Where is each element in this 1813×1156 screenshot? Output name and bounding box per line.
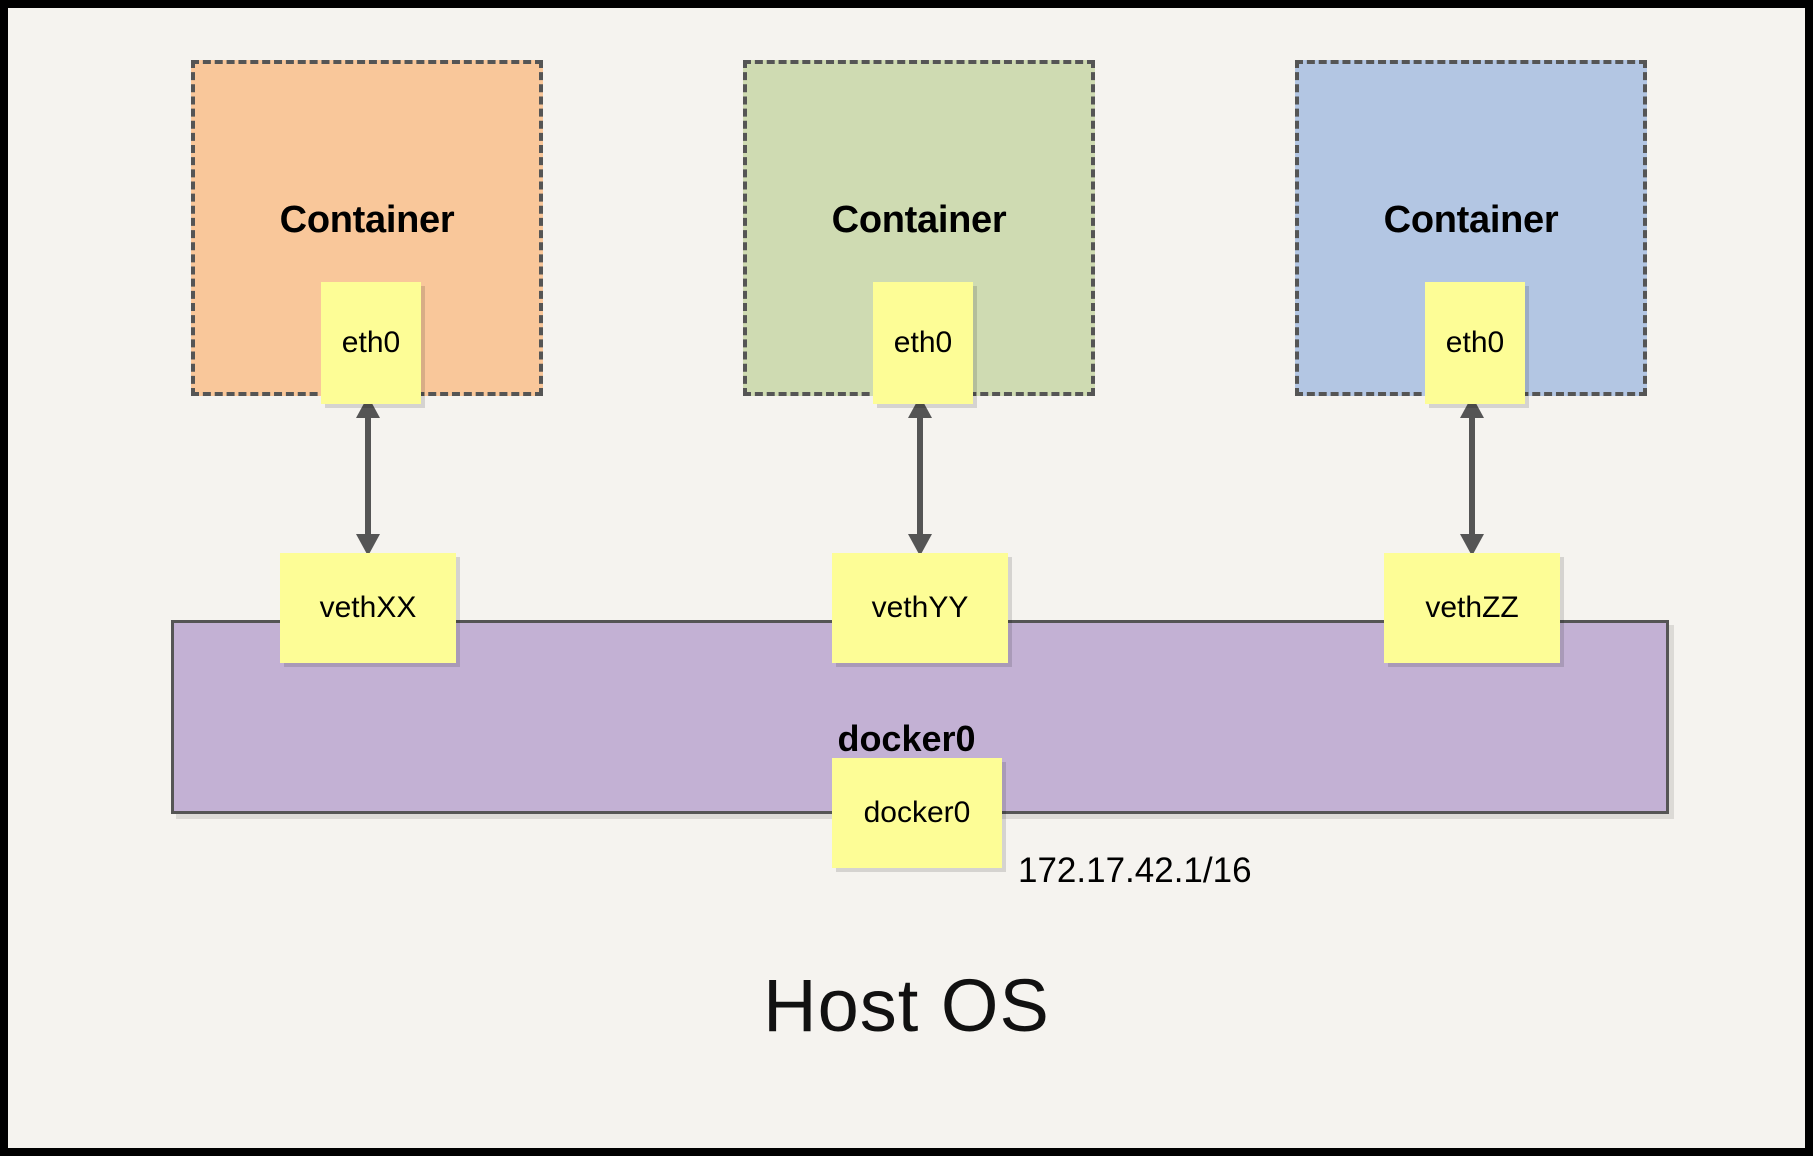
container-box-2: Container eth0 <box>743 60 1095 404</box>
veth-chip-1: vethXX <box>280 553 456 663</box>
container-box-1: Container eth0 <box>191 60 543 404</box>
arrow-head-down-icon <box>1460 534 1484 556</box>
host-os-label: Host OS <box>763 964 1050 1047</box>
arrow-shaft <box>917 412 923 540</box>
connector-arrow-1 <box>356 396 380 556</box>
docker0-ip-label: 172.17.42.1/16 <box>1018 851 1252 890</box>
container-title-2: Container <box>831 199 1007 241</box>
connector-arrow-2 <box>908 396 932 556</box>
container-box-3: Container eth0 <box>1295 60 1647 404</box>
arrow-shaft <box>365 412 371 540</box>
veth-chip-2: vethYY <box>832 553 1008 663</box>
host-os-panel: Container eth0 Container eth0 Container … <box>8 8 1805 1148</box>
container-eth0-chip-1: eth0 <box>321 282 421 404</box>
container-title-1: Container <box>279 199 455 241</box>
docker0-bridge-label: docker0 <box>837 718 976 759</box>
container-eth0-chip-2: eth0 <box>873 282 973 404</box>
connector-arrow-3 <box>1460 396 1484 556</box>
container-title-3: Container <box>1383 199 1559 241</box>
container-eth0-chip-3: eth0 <box>1425 282 1525 404</box>
arrow-shaft <box>1469 412 1475 540</box>
veth-chip-3: vethZZ <box>1384 553 1560 663</box>
arrow-head-down-icon <box>356 534 380 556</box>
docker0-interface-chip: docker0 <box>832 758 1002 868</box>
arrow-head-down-icon <box>908 534 932 556</box>
